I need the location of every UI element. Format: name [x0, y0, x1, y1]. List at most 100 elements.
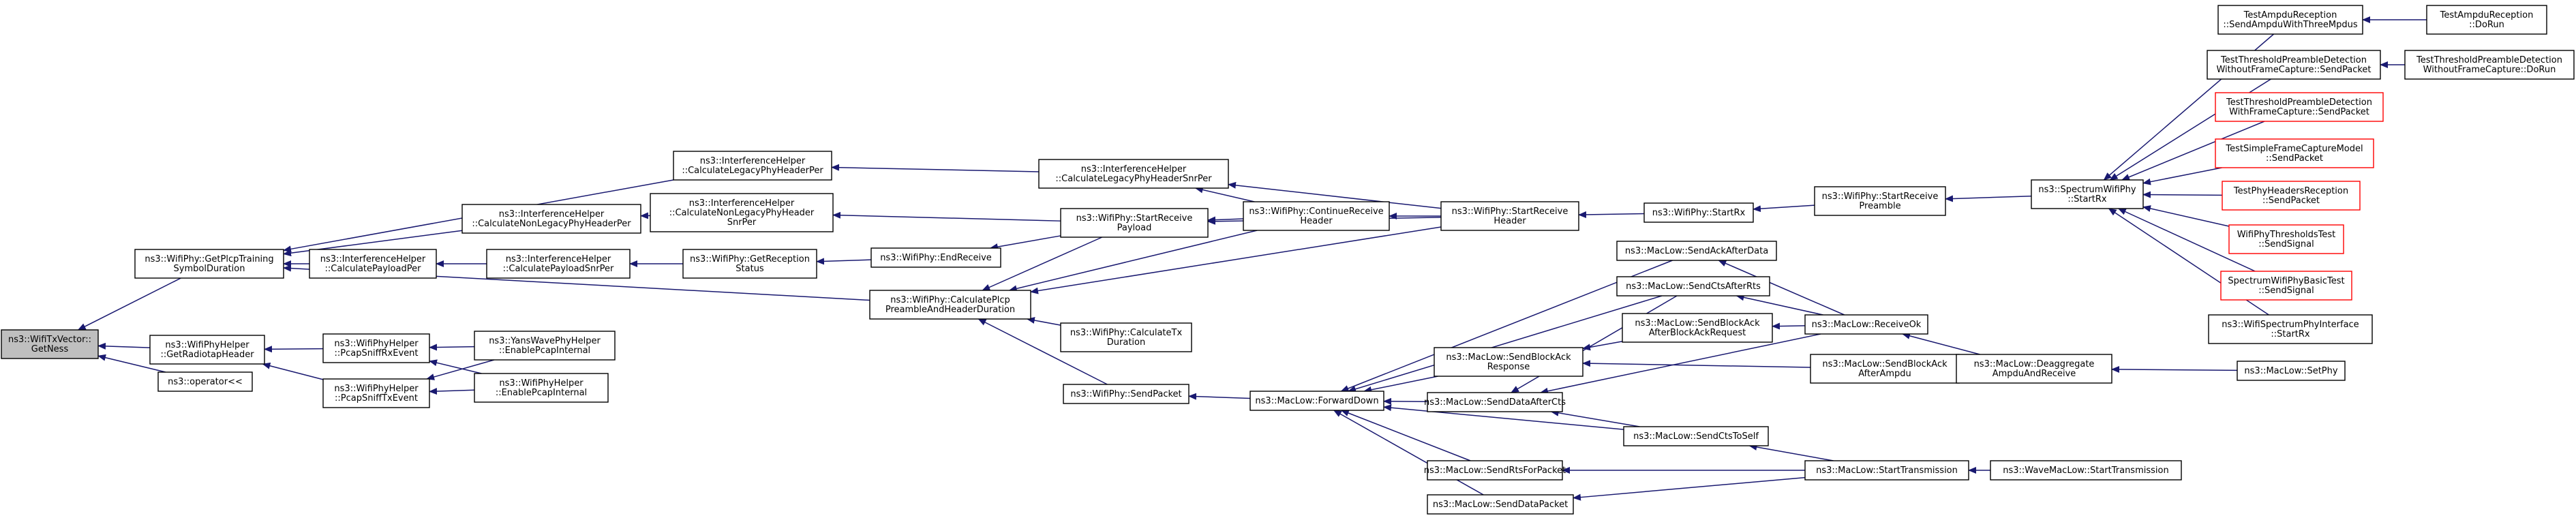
node-label-line: ::SendSignal — [2258, 286, 2314, 296]
function-node[interactable]: WifiPhyThresholdsTest::SendSignal — [2228, 224, 2344, 254]
node-box — [2220, 271, 2352, 301]
function-node[interactable]: ns3::MacLow::SendCtsAfterRts — [1616, 276, 1770, 296]
function-node[interactable]: ns3::MacLow::SendDataAfterCts — [1424, 392, 1566, 412]
function-node[interactable]: ns3::MacLow::ReceiveOk — [1804, 314, 1928, 335]
node-box — [2207, 50, 2381, 80]
function-node[interactable]: ns3::MacLow::SendAckAfterData — [1616, 241, 1777, 261]
call-edge — [1228, 181, 1442, 209]
function-node[interactable]: ns3::WifiPhyHelper::GetRadiotapHeader — [149, 335, 265, 365]
function-node[interactable]: ns3::InterferenceHelper::CalculatePayloa… — [309, 249, 437, 279]
function-node[interactable]: ns3::InterferenceHelper::CalculateLegacy… — [673, 151, 832, 181]
node-label-line: ::EnablePcapInternal — [499, 346, 590, 356]
function-node[interactable]: ns3::WifiPhy::GetPlcpTrainingSymbolDurat… — [134, 249, 284, 279]
node-label-line: TestPhyHeadersReception — [2233, 186, 2348, 196]
function-node[interactable]: ns3::InterferenceHelper::CalculateNonLeg… — [461, 204, 641, 234]
node-label-line: AmpduAndReceive — [1992, 369, 2076, 379]
function-node[interactable]: TestAmpduReception::DoRun — [2426, 5, 2547, 35]
function-node[interactable]: ns3::MacLow::SetPhy — [2237, 361, 2346, 381]
node-label-line: ::CalculatePayloadSnrPer — [503, 264, 614, 274]
node-box — [1060, 208, 1209, 238]
function-node[interactable]: ns3::WifiPhyHelper::PcapSniffTxEvent — [322, 378, 430, 408]
function-node[interactable]: ns3::MacLow::SendCtsToSelf — [1623, 426, 1769, 446]
function-node[interactable]: ns3::InterferenceHelper::CalculateLegacy… — [1038, 159, 1229, 189]
function-node[interactable]: ns3::WifiSpectrumPhyInterface::StartRx — [2208, 314, 2373, 344]
node-label-line: ::EnablePcapInternal — [496, 388, 587, 398]
node-box — [2404, 50, 2575, 80]
function-node[interactable]: ns3::MacLow::SendDataPacket — [1427, 494, 1574, 515]
node-label-line: SnrPer — [727, 217, 757, 228]
node-label-line: ns3::WifiPhy::EndReceive — [880, 253, 992, 263]
node-label-line: ns3::InterferenceHelper — [700, 156, 806, 166]
node-label-line: ns3::WifiSpectrumPhyInterface — [2222, 320, 2359, 330]
node-label-line: ns3::InterferenceHelper — [689, 198, 795, 209]
function-node[interactable]: ns3::WifiPhyHelper::EnablePcapInternal — [474, 373, 609, 403]
node-box — [2215, 138, 2374, 168]
node-box — [134, 249, 284, 279]
root-function-node[interactable]: ns3::WifiTxVector::GetNess — [1, 329, 99, 359]
node-box — [322, 378, 430, 408]
function-node[interactable]: ns3::WifiPhy::CalculatePlcpPreambleAndHe… — [869, 290, 1031, 320]
function-node[interactable]: ns3::MacLow::SendBlockAckAfterBlockAckRe… — [1622, 313, 1773, 343]
node-label-line: ns3::MacLow::SendCtsToSelf — [1633, 431, 1759, 442]
node-label-line: ns3::WifiPhy::ContinueReceive — [1249, 207, 1383, 217]
node-label-line: Response — [1487, 362, 1530, 372]
edges-layer — [77, 16, 2427, 501]
function-node[interactable]: TestThresholdPreambleDetectionWithFrameC… — [2215, 92, 2384, 122]
node-label-line: ns3::MacLow::SendBlockAck — [1446, 352, 1571, 363]
node-label-line: ns3::WifiPhyHelper — [334, 384, 419, 394]
node-box — [486, 249, 631, 279]
function-node[interactable]: ns3::InterferenceHelper::CalculateNonLeg… — [650, 193, 834, 232]
node-label-line: ns3::WifiPhyHelper — [165, 340, 249, 350]
function-node[interactable]: ns3::operator<< — [157, 371, 253, 392]
function-node[interactable]: TestThresholdPreambleDetectionWithoutFra… — [2404, 50, 2575, 80]
function-node[interactable]: ns3::MacLow::ForwardDown — [1249, 391, 1384, 411]
node-label-line: ns3::SpectrumWifiPhy — [2038, 185, 2136, 195]
node-box — [322, 333, 430, 363]
function-node[interactable]: ns3::WifiPhyHelper::PcapSniffRxEvent — [322, 333, 430, 363]
function-node[interactable]: ns3::WifiPhy::StartRx — [1643, 202, 1754, 223]
node-box — [149, 335, 265, 365]
node-box — [673, 151, 832, 181]
function-node[interactable]: ns3::InterferenceHelper::CalculatePayloa… — [486, 249, 631, 279]
node-label-line: ns3::WifiPhy::GetPlcpTraining — [145, 254, 273, 264]
node-label-line: TestThresholdPreambleDetection — [2220, 55, 2367, 65]
call-edge — [1748, 444, 1834, 461]
function-node[interactable]: TestAmpduReception::SendAmpduWithThreeMp… — [2217, 5, 2363, 35]
function-node[interactable]: ns3::MacLow::SendRtsForPacket — [1424, 460, 1566, 481]
node-label-line: ns3::WifiPhy::CalculateTx — [1070, 328, 1183, 338]
function-node[interactable]: ns3::WaveMacLow::StartTransmission — [1990, 460, 2182, 481]
call-edge — [831, 164, 1040, 172]
call-edge — [1736, 294, 1823, 316]
function-node[interactable]: TestSimpleFrameCaptureModel::SendPacket — [2215, 138, 2374, 168]
function-node[interactable]: ns3::YansWavePhyHelper::EnablePcapIntern… — [474, 331, 616, 361]
function-node[interactable]: SpectrumWifiPhyBasicTest::SendSignal — [2220, 271, 2352, 301]
node-label-line: ::CalculateLegacyPhyHeaderSnrPer — [1055, 174, 1212, 184]
function-node[interactable]: TestThresholdPreambleDetectionWithoutFra… — [2207, 50, 2381, 80]
function-node[interactable]: TestPhyHeadersReception::SendPacket — [2222, 181, 2361, 211]
function-node[interactable]: ns3::SpectrumWifiPhy::StartRx — [2031, 179, 2144, 209]
node-box — [1956, 354, 2112, 384]
function-node[interactable]: ns3::WifiPhy::EndReceive — [870, 247, 1001, 268]
function-node[interactable]: ns3::MacLow::StartTransmission — [1804, 460, 1969, 481]
node-label-line: ns3::WifiPhy::StartReceive — [1822, 192, 1939, 202]
call-edge — [1550, 409, 1640, 427]
node-label-line: ns3::WifiPhy::StartReceive — [1076, 213, 1193, 224]
node-label-line: ::CalculateNonLegacyPhyHeader — [669, 208, 815, 218]
node-label-line: ns3::InterferenceHelper — [320, 254, 426, 264]
node-label-line: Status — [736, 264, 764, 274]
function-node[interactable]: ns3::WifiPhy::SendPacket — [1063, 384, 1189, 404]
node-label-line: ns3::MacLow::SetPhy — [2244, 366, 2337, 376]
call-edge — [982, 237, 1103, 291]
node-label-line: ns3::WifiTxVector:: — [8, 335, 91, 345]
node-label-line: ns3::YansWavePhyHelper — [489, 336, 601, 346]
node-box — [461, 204, 641, 234]
